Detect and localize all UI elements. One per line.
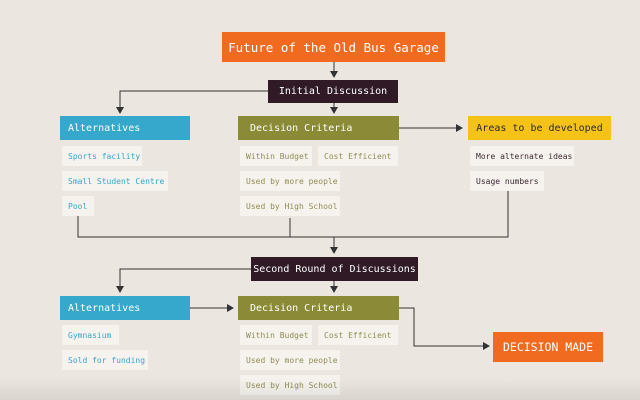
criteria-item: Used by High School — [240, 375, 340, 395]
initial-discussion-box: Initial Discussion — [268, 80, 398, 103]
arrow-criteria-to-decision — [399, 307, 490, 350]
alternatives-header-1: Alternatives — [60, 116, 190, 140]
decision-criteria-header-1: Decision Criteria — [238, 116, 399, 140]
criteria-item: Used by High School — [240, 196, 340, 216]
areas-to-develop-header: Areas to be developed — [468, 116, 611, 140]
criteria-item: Used by more people — [240, 350, 340, 370]
decision-made-box: DECISION MADE — [493, 332, 603, 362]
alternative-item: Gymnasium — [62, 325, 119, 345]
second-round-box: Second Round of Discussions — [251, 257, 418, 281]
criteria-item: Within Budget — [240, 325, 312, 345]
line-pool-merge — [77, 190, 509, 238]
alternative-item: Pool — [62, 196, 94, 216]
criteria-item: Cost Efficient — [318, 325, 398, 345]
arrow-second-to-alternatives — [116, 268, 251, 293]
criteria-item: Within Budget — [240, 146, 312, 166]
alternative-item: Small Student Centre — [62, 171, 168, 191]
criteria-item: Used by more people — [240, 171, 340, 191]
alternative-item: Sold for funding — [62, 350, 148, 370]
arrow-initial-to-alternatives — [116, 90, 268, 114]
alternatives-header-2: Alternatives — [60, 296, 190, 320]
area-item: Usage numbers — [470, 171, 544, 191]
alternative-item: Sports facility — [62, 146, 142, 166]
diagram-title: Future of the Old Bus Garage — [222, 32, 445, 62]
area-item: More alternate ideas — [470, 146, 574, 166]
criteria-item: Cost Efficient — [318, 146, 398, 166]
decision-criteria-header-2: Decision Criteria — [238, 296, 399, 320]
